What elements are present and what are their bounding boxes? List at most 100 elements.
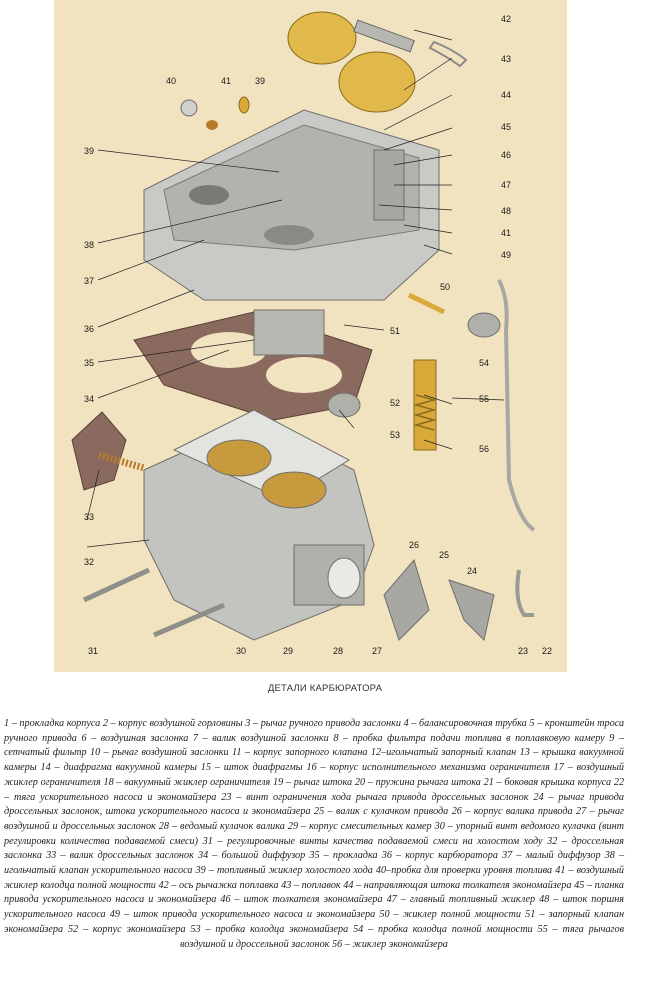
callout-number: 35 (84, 358, 95, 368)
callout-number: 37 (84, 276, 95, 286)
legend-item: 23 – винт ограничения хода рычага привод… (221, 791, 529, 803)
legend-item: 10 – рычаг воздушной заслонки (90, 747, 229, 759)
legend-item: 47 – главный топливный жиклер (386, 894, 536, 906)
callout-number: 24 (467, 566, 478, 576)
callout-number: 28 (333, 646, 344, 656)
economizer-plug-drawing (327, 392, 361, 418)
legend-item: 46 – шток толкателя экономайзера (220, 894, 383, 906)
callout-number: 29 (283, 646, 294, 656)
callout-number: 22 (542, 646, 553, 656)
figure-caption: ДЕТАЛИ КАРБЮРАТОРА (267, 683, 383, 694)
linkage-lever-drawing (383, 558, 430, 641)
callout-number: 43 (501, 54, 512, 64)
exploded-view-drawing (71, 11, 536, 641)
callout-number: 50 (440, 282, 451, 292)
callout-number: 30 (236, 646, 247, 656)
power-jet-drawing (407, 292, 446, 315)
legend-item: 40–пробка для проверки уровня топлива (375, 865, 553, 877)
callout-number: 56 (479, 444, 490, 454)
legend-item: 5 – кронштейн троса ручного привода (4, 718, 625, 744)
legend-item: 13 – крышка вакуумной камеры (4, 747, 624, 774)
legend-item: 54 – пробка колодца полной мощности (353, 923, 533, 935)
callout-number: 48 (501, 206, 512, 216)
legend-item: 19 – рычаг штока (272, 776, 353, 788)
callout-number: 32 (84, 557, 95, 567)
legend-item: 1 – прокладка корпуса (4, 718, 101, 729)
callout-number: 55 (479, 394, 490, 404)
linkage-rod-drawing (497, 279, 536, 532)
callout-number: 53 (390, 430, 401, 440)
legend-item: 20 – пружина рычага штока (354, 776, 481, 788)
legend-item: 15 – шток диафрагмы (200, 762, 303, 774)
callout-number: 39 (255, 76, 266, 86)
legend-item: 9 – сетчатый фильтр (4, 732, 624, 759)
legend-item: 30 – упорный винт ведомого кулачка (винт… (4, 820, 625, 847)
legend-item: 25 – валик с кулачком привода (313, 806, 449, 818)
legend-item: 53 – пробка колодца экономайзера (190, 923, 349, 935)
legend-item: 36 – корпус карбюратора (381, 850, 498, 862)
legend-item: 14 – диафрагма вакуумной камеры (40, 762, 197, 774)
legend-item: 26 – корпус валика привода (451, 806, 573, 818)
legend-item: 49 – шток привода ускорительного насоса … (109, 909, 376, 921)
callout-number: 31 (88, 646, 99, 656)
legend-item: 43 – поплавок (281, 879, 341, 891)
air-horn-body-drawing (143, 109, 440, 301)
legend-item: 38 – игольчатый клапан ускорительного на… (4, 850, 625, 877)
float-drawing (287, 11, 416, 113)
legend-item: 21 – боковая крышка корпуса (483, 776, 612, 788)
callout-number: 23 (518, 646, 529, 656)
callout-number: 41 (221, 76, 232, 86)
callout-number: 27 (372, 646, 383, 656)
callout-number: 39 (84, 146, 95, 156)
legend-item: 41 – воздушный жиклер колодца полной мощ… (4, 865, 625, 891)
float-pin-drawing (428, 40, 468, 68)
legend-item: 31 – регулировочные винты качества подав… (202, 835, 543, 847)
shaft-gasket-drawing (71, 411, 127, 491)
legend-item: 52 – корпус экономайзера (67, 923, 186, 935)
callout-number: 33 (84, 512, 95, 522)
legend-item: 16 – корпус исполнительного механизма ог… (306, 762, 550, 774)
callout-number: 45 (501, 122, 512, 132)
screw-drawing (82, 567, 151, 603)
legend-item: 3 – рычаг ручного привода заслонки (245, 718, 401, 729)
callout-number: 52 (390, 398, 401, 408)
callout-number: 38 (84, 240, 95, 250)
legend-item: 4 – балансировочная трубка (403, 718, 527, 729)
legend-item: 18 – вакуумный жиклер ограничителя (103, 776, 271, 788)
callout-number: 26 (409, 540, 420, 550)
mixing-chamber-body-drawing (143, 409, 375, 641)
callout-number: 42 (501, 14, 512, 24)
legend-item: 27 – рычаг воздушной и дроссельных засло… (4, 806, 625, 832)
callout-number: 34 (84, 394, 95, 404)
callout-number: 51 (390, 326, 401, 336)
callout-number: 46 (501, 150, 512, 160)
parts-legend: 1 – прокладка корпуса 2 – корпус воздушн… (4, 717, 624, 952)
power-well-plug-drawing (467, 312, 501, 338)
callout-number: 40 (166, 76, 177, 86)
legend-item: 34 – большой диффузор (197, 850, 306, 862)
legend-item: 17 – воздушный жиклер ограничителя (4, 762, 625, 788)
legend-item: 33 – валик дроссельных заслонок (46, 850, 194, 862)
legend-item: 50 – жиклер полной мощности (379, 909, 521, 921)
legend-item: 24 – рычаг привода дроссельных заслонок,… (4, 791, 624, 818)
legend-item: 12–игольчатый запорный клапан (370, 747, 517, 759)
legend-item: 7 – валик воздушной заслонки (192, 732, 329, 744)
legend-item: 56 – жиклер экономайзера (331, 938, 448, 950)
legend-item: 39 – топливный жиклер холостого хода (195, 865, 373, 877)
legend-item: 11 – корпус запорного клапана (232, 747, 368, 759)
leader-lines (86, 29, 505, 548)
legend-item: 32 – дроссельная заслонка (4, 835, 625, 862)
callout-number: 41 (501, 228, 512, 238)
callout-number: 44 (501, 90, 512, 100)
legend-item: 2 – корпус воздушной горловины (102, 718, 243, 729)
legend-item: 28 – ведомый кулачок валика (158, 820, 285, 832)
legend-item: 48 – шток поршня ускорительного насоса (4, 894, 625, 921)
legend-item: 42 – ось рычажка поплавка (158, 879, 279, 891)
callout-number: 54 (479, 358, 490, 368)
legend-item: 29 – корпус смесительных камер (287, 820, 432, 832)
legend-item: 55 – тяга рычагов воздушной и дроссельно… (180, 923, 625, 950)
legend-item: 8 – пробка фильтра подачи топлива в попл… (333, 732, 605, 744)
legend-item: 22 – тяга ускорительного насоса и эконом… (4, 776, 625, 803)
legend-item: 51 – запорный клапан экономайзера (4, 909, 625, 935)
callout-number: 47 (501, 180, 512, 190)
